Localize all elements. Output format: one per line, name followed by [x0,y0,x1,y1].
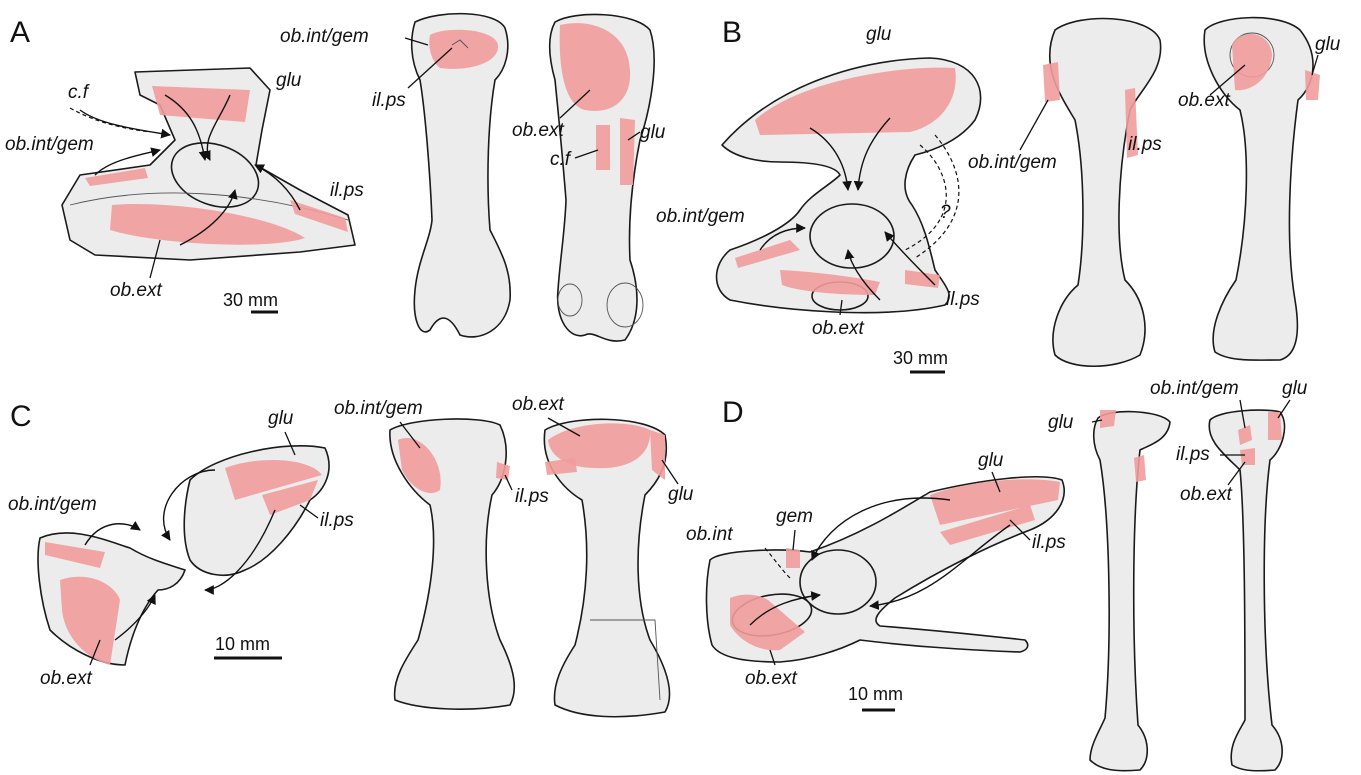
label-obintgem-b: ob.int/gem [656,206,745,227]
label-obintgem-femur-c: ob.int/gem [334,398,423,419]
panel-b-pelvis [717,58,981,313]
label-obext-femur-c: ob.ext [512,394,564,415]
label-question-b: ? [940,202,951,223]
panel-a-pelvis [62,68,355,260]
ilps-femur-area-c [496,462,510,480]
panel-a-letter: A [10,16,30,49]
label-ilps-femur-a: il.ps [372,90,406,111]
label-ilps-a: il.ps [330,180,364,201]
label-obext-b: ob.ext [812,318,864,339]
label-obintgem-femur-a: ob.int/gem [280,26,369,47]
label-obintgem-femur-d: ob.int/gem [1150,378,1239,399]
label-ilps-b: il.ps [946,289,980,310]
panel-d-femur-2 [1209,410,1284,771]
label-cf-femur-a: c.f [550,149,572,170]
label-obint-d: ob.int [686,524,733,545]
glu-femur-area-a [620,118,635,185]
label-glu-femur-a: glu [640,122,666,143]
scale-label-b: 30 mm [893,348,948,368]
obintgem-femur-area-b [1043,62,1060,102]
label-glu-b: glu [866,24,892,45]
label-obintgem-c: ob.int/gem [8,494,97,515]
panel-c-femur-2 [544,419,669,716]
label-cf-a: c.f [68,82,90,103]
panel-c-femur-1 [390,419,514,709]
panel-b-femur-2 [1204,18,1320,361]
label-ilps-d: il.ps [1032,532,1066,553]
label-obext-femur-a: ob.ext [512,120,564,141]
panel-d-femur-1 [1090,410,1170,771]
label-glu-d: glu [978,450,1004,471]
glu-area-b [755,68,956,135]
panel-c: C glu ob.int/gem il.ps ob.ext 10 mm ob [8,394,694,717]
acetabulum-d [800,550,876,614]
scale-label-c: 10 mm [215,634,270,654]
panel-d-letter: D [722,396,744,429]
label-obext-femur-b: ob.ext [1178,90,1230,111]
panel-b-letter: B [722,16,742,49]
scale-label-a: 30 mm [223,290,278,310]
label-obext-femur-d: ob.ext [1180,484,1232,505]
label-glu-femur-d-right: glu [1282,378,1308,399]
label-obext-a: ob.ext [110,280,162,301]
label-obext-c: ob.ext [40,668,92,689]
label-glu-femur-d-left: glu [1048,412,1074,433]
label-glu-c: glu [268,408,294,429]
panel-a-femur-1 [412,14,511,337]
panel-d: D ob.int gem glu il.ps ob.ext 10 mm [686,378,1308,771]
scale-label-d: 10 mm [848,684,903,704]
label-glu-femur-c: glu [668,484,694,505]
panel-c-pelvis [38,446,329,665]
gem-area-d [786,548,800,568]
label-obintgem-femur-b: ob.int/gem [968,152,1057,173]
cf-femur-area-a [596,125,610,170]
ilps-femur-area-d [1134,455,1146,482]
label-ilps-femur-d: il.ps [1176,444,1210,465]
panel-d-pelvis [706,477,1064,662]
obext-femur-area-d [1240,448,1255,465]
label-gem-d: gem [776,506,813,527]
acetabulum-b [810,204,894,268]
label-glu-femur-b: glu [1315,34,1341,55]
panel-b: B glu ? ob.int/gem il.ps ob.ext 30 mm [656,16,1341,372]
panel-b-femur-1 [1043,19,1161,367]
label-ilps-femur-b: il.ps [1128,134,1162,155]
label-ilps-femur-c: il.ps [515,486,549,507]
panel-a-femur-2 [550,14,654,341]
obext-area-c [60,577,120,665]
label-glu-a: glu [276,70,302,91]
panel-c-letter: C [10,400,32,433]
glu-femur-area-d-left [1100,410,1116,428]
label-ilps-c: il.ps [320,510,354,531]
label-obext-d: ob.ext [745,668,797,689]
panel-a: A c.f glu ob.int/gem il.ps ob.ext 30 mm [5,14,666,341]
label-obintgem-a: ob.int/gem [5,134,94,155]
